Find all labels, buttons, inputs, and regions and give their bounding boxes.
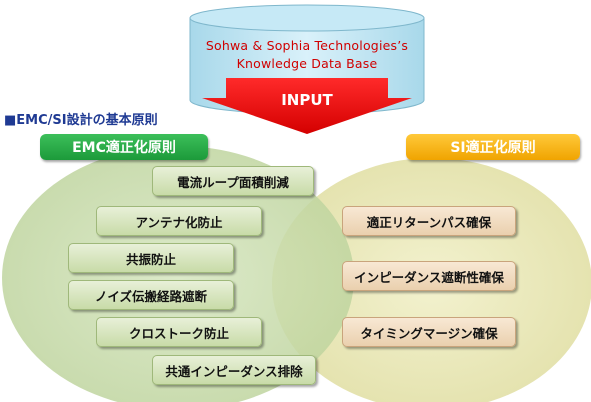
input-label: INPUT [281,91,333,109]
emc-item-resonance-prevention: 共振防止 [68,243,234,273]
si-item-impedance-isolation: インピーダンス遮断性確保 [342,261,516,291]
emc-item-common-impedance: 共通インピーダンス排除 [152,355,316,385]
heading-text: EMC/SI設計の基本原則 [16,113,158,128]
database-title-line2: Knowledge Data Base [236,56,378,71]
si-item-return-path: 適正リターンパス確保 [342,206,516,236]
emc-circle [2,146,354,402]
si-item-timing-margin: タイミングマージン確保 [342,317,516,347]
si-principles-header: SI適正化原則 [406,134,580,160]
heading-marker: ■ [4,113,17,128]
emc-item-current-loop: 電流ループ面積削減 [152,166,314,196]
section-heading: ■EMC/SI設計の基本原則 [4,109,158,128]
emc-item-antenna-prevention: アンテナ化防止 [96,206,262,236]
emc-item-noise-path-block: ノイズ伝搬経路遮断 [68,280,234,310]
database-title-line1: Sohwa & Sophia Technologies’s [205,38,409,53]
emc-item-crosstalk-prevention: クロストーク防止 [96,317,262,347]
input-arrow-icon [202,78,412,134]
emc-principles-header: EMC適正化原則 [40,134,208,160]
